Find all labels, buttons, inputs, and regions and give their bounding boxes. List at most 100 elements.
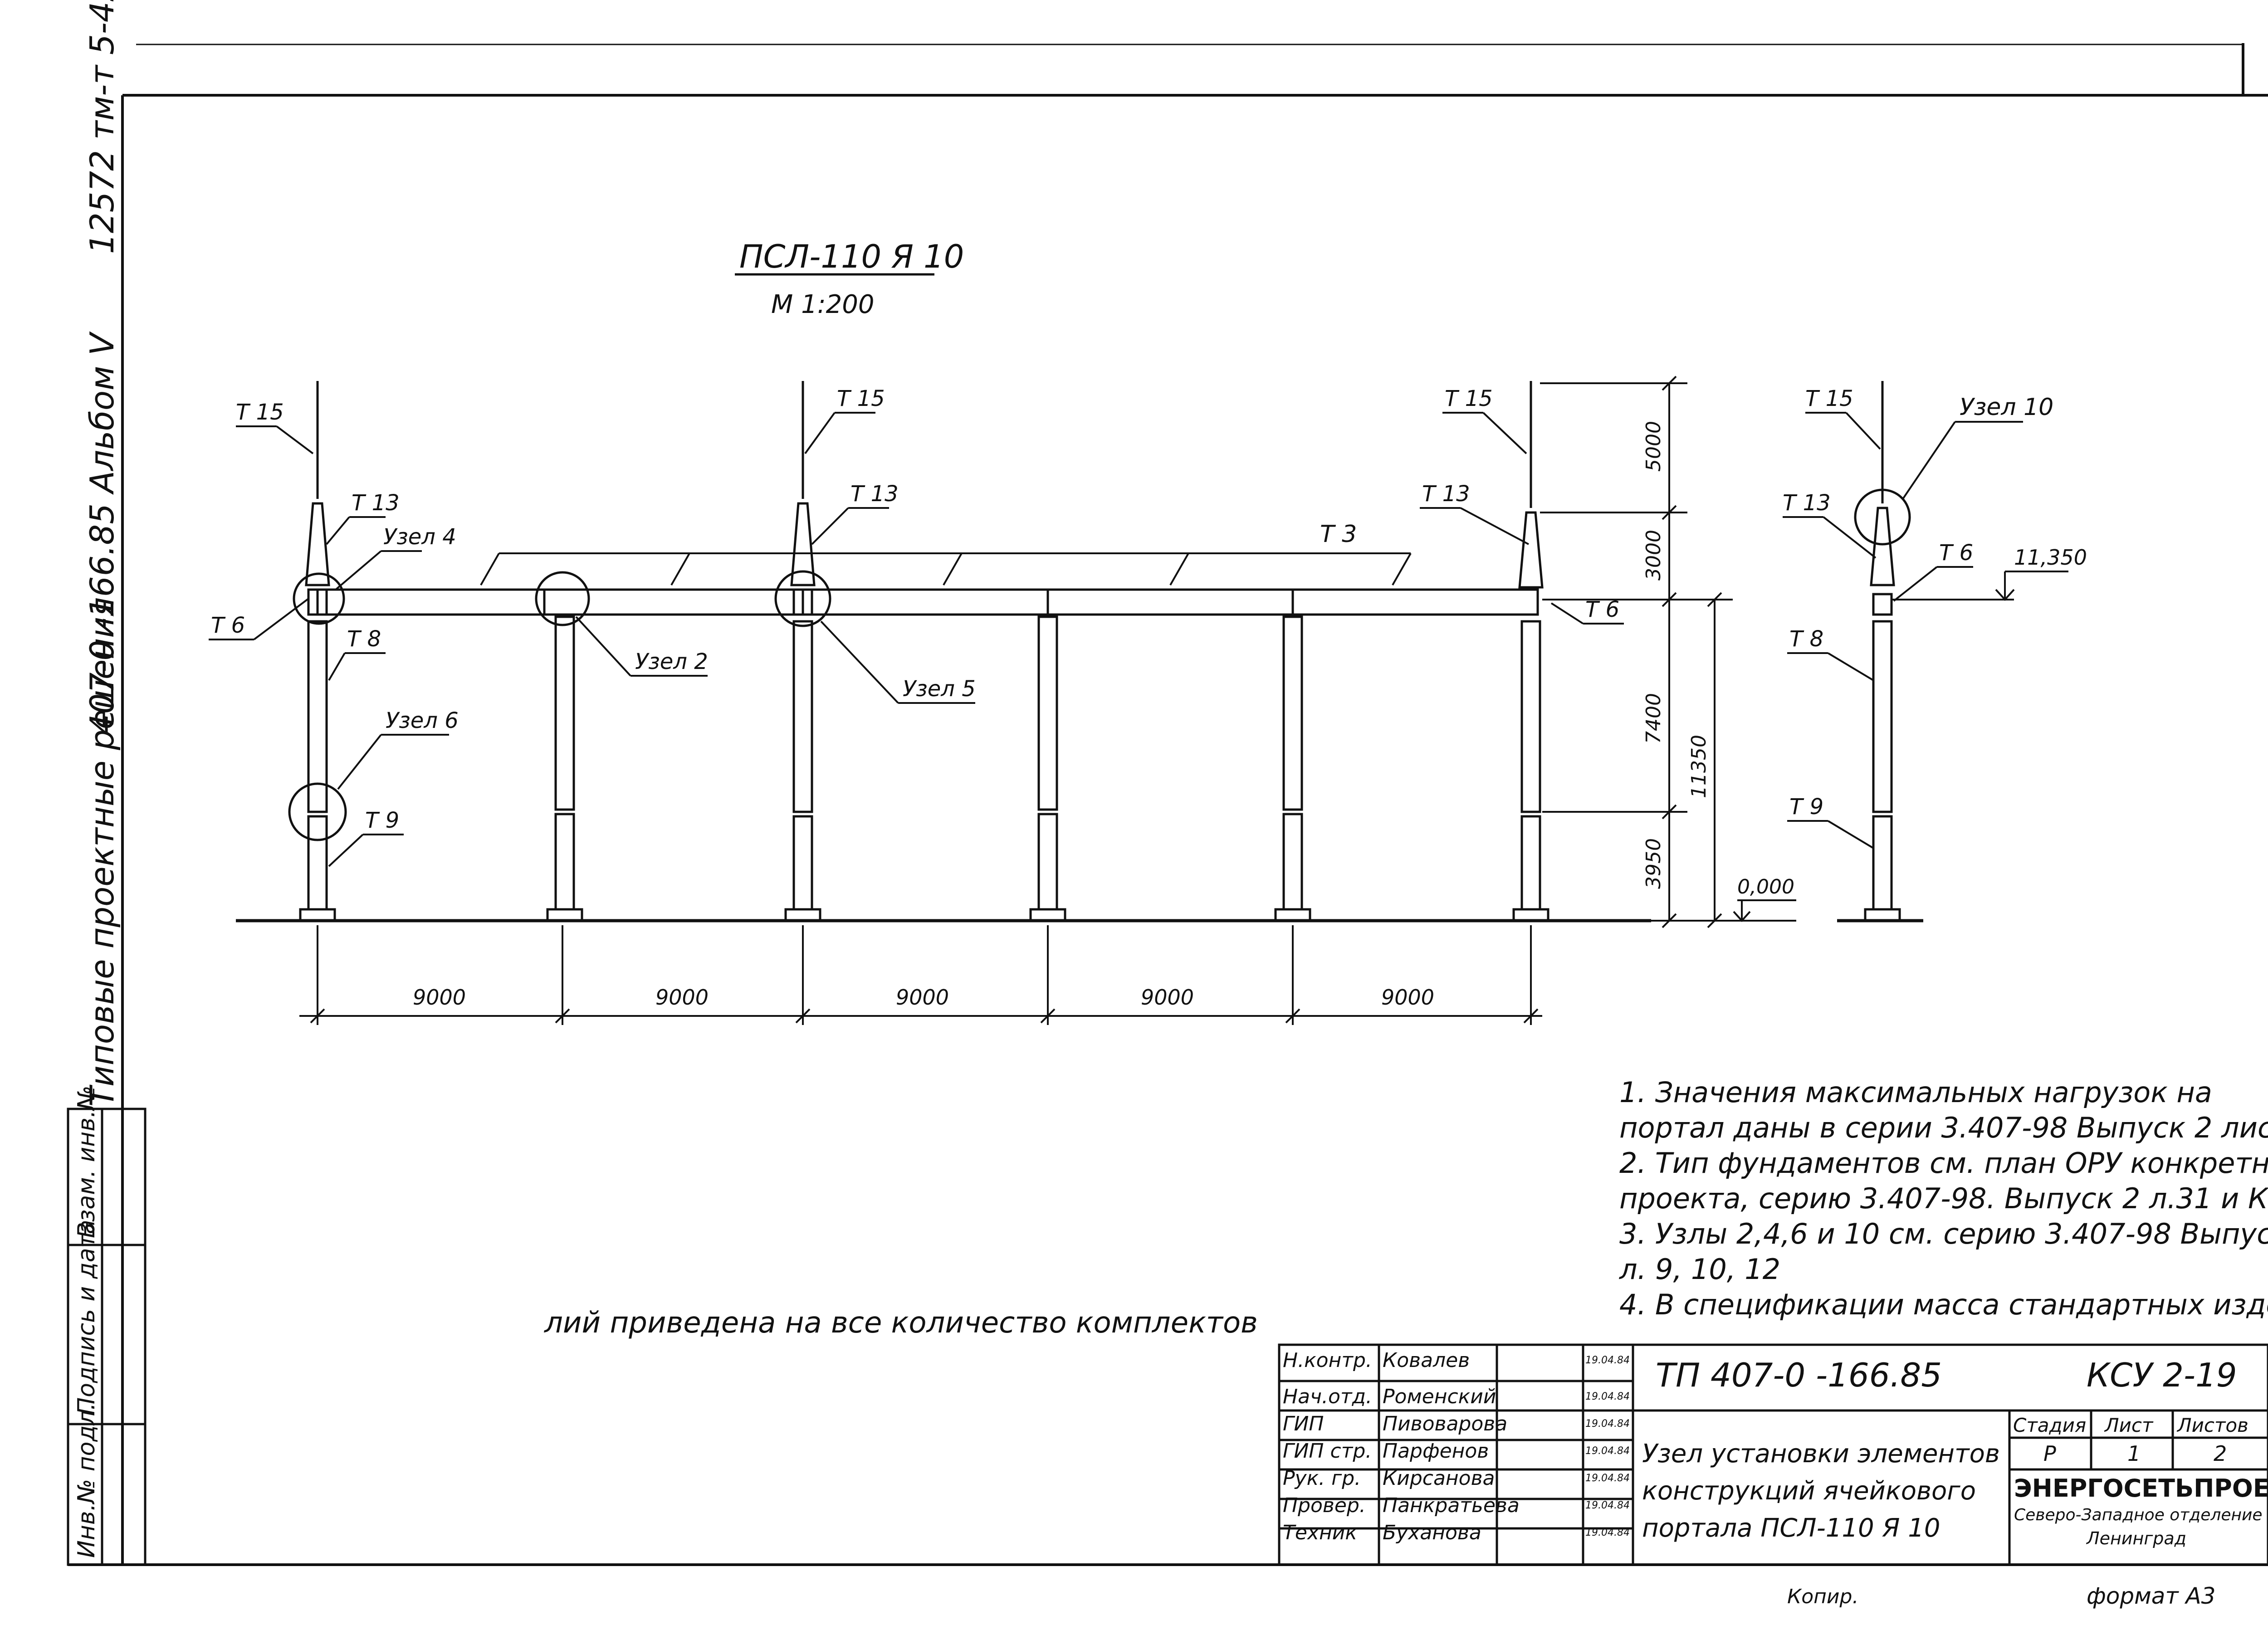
column-6: [1512, 381, 1549, 922]
column-side-view: [1864, 381, 1901, 922]
dimension-texts: 5000 3000 7400 3950 11350 11,350 0,000 9…: [413, 421, 2087, 1010]
tb-date: 19.04.84: [1585, 1355, 1630, 1366]
label-t8-1: Т 8: [347, 626, 381, 652]
span-3: 9000: [896, 985, 949, 1010]
label-t15-2: Т 15: [837, 386, 885, 411]
tb-name: Буханова: [1383, 1521, 1481, 1544]
node-10-circle: [1854, 488, 1911, 546]
vertical-dimensions: [1540, 376, 2068, 928]
label-t13-4: Т 13: [1783, 490, 1831, 516]
dim-3950: 3950: [1642, 838, 1665, 889]
label-t6-3: Т 6: [1939, 540, 1973, 566]
span-1: 9000: [413, 985, 466, 1010]
archive-code: 12572 тм-т 5-42: [83, 0, 121, 254]
note-line: 3. Узлы 2,4,6 и 10 см. серию 3.407-98 Вы…: [1619, 1217, 2268, 1250]
tb-date: 19.04.84: [1585, 1527, 1630, 1538]
span-4: 9000: [1141, 985, 1194, 1010]
note-line: 1. Значения максимальных нагрузок на: [1619, 1076, 2212, 1109]
crossbeam-t3: [316, 588, 1539, 616]
dim-7400: 7400: [1642, 693, 1665, 744]
tb-org-branch: Северо-Западное отделение: [2014, 1506, 2263, 1524]
tb-date: 19.04.84: [1585, 1391, 1630, 1402]
tb-name: Парфенов: [1383, 1440, 1489, 1463]
note-line: 2. Тип фундаментов см. план ОРУ конкретн…: [1619, 1147, 2268, 1180]
label-t9-2: Т 9: [1789, 794, 1823, 820]
tb-name: Кирсанова: [1383, 1467, 1495, 1490]
tb-role: Техник: [1283, 1521, 1357, 1544]
tb-role: Н.контр.: [1283, 1349, 1372, 1372]
note-line: 4. В спецификации масса стандартных изде…: [1619, 1288, 2268, 1321]
tb-doc-number: ТП 407-0 -166.85: [1656, 1356, 1942, 1394]
node-circles: [288, 488, 1911, 841]
side-inv-vzam: Взам. инв.№: [73, 1085, 100, 1238]
label-t8-2: Т 8: [1789, 626, 1823, 652]
elev-11350: 11,350: [2014, 545, 2087, 570]
album-description: Типовые проектные решения: [83, 597, 121, 1107]
tb-description-line: Узел установки элементов: [1642, 1439, 2000, 1469]
label-t6-2: Т 6: [1585, 597, 1619, 622]
label-t13-3: Т 13: [1422, 481, 1470, 507]
tb-name: Роменский: [1383, 1385, 1496, 1408]
note-continuation: лий приведена на все количество комплект…: [544, 1306, 1258, 1340]
note-line: проекта, серию 3.407-98. Выпуск 2 л.31 и…: [1619, 1182, 2268, 1215]
dim-11350: 11350: [1687, 735, 1711, 798]
label-node-5: Узел 5: [903, 676, 976, 702]
elev-0000: 0,000: [1737, 875, 1794, 898]
element-labels: Т 15 Т 15 Т 15 Т 15 Т 13 Т 13 Т 13 Т 13 …: [211, 386, 2053, 833]
tb-description-line: конструкций ячейкового: [1642, 1476, 1976, 1506]
title-block-grid: [1278, 1343, 2268, 1566]
column-1: [299, 381, 336, 922]
tb-description-line: портала ПСЛ-110 Я 10: [1642, 1513, 1941, 1543]
album-reference: 407-0 -166.85 Альбом V: [83, 331, 121, 735]
tb-org-city: Ленинград: [2087, 1528, 2186, 1548]
tb-name: Ковалев: [1383, 1349, 1470, 1372]
tb-role: Нач.отд.: [1283, 1385, 1372, 1408]
side-signature-date: Подпись и дата: [73, 1220, 100, 1415]
tb-name: Пивоварова: [1383, 1412, 1508, 1435]
column-3: [784, 381, 821, 922]
label-t13-1: Т 13: [352, 490, 400, 516]
label-t9-1: Т 9: [365, 808, 399, 833]
label-t15-4: Т 15: [1805, 386, 1853, 411]
label-node-10: Узел 10: [1960, 394, 2053, 421]
label-node-2: Узел 2: [635, 649, 708, 674]
dim-3000: 3000: [1642, 530, 1665, 581]
column-5: [1274, 615, 1311, 922]
note-line: портал даны в серии 3.407-98 Выпуск 2 ли…: [1619, 1111, 2268, 1144]
tb-dates: 19.04.84 19.04.84 19.04.84 19.04.84 19.0…: [1585, 1355, 1630, 1547]
drawing-title: ПСЛ-110 Я 10: [739, 238, 964, 275]
node-5-circle: [774, 570, 831, 627]
t3-leaders: [480, 552, 1412, 586]
label-t13-2: Т 13: [850, 481, 899, 507]
tb-org: ЭНЕРГОСЕТЬПРОЕКТ: [2014, 1474, 2268, 1503]
label-t15-1: Т 15: [236, 400, 284, 425]
node-6-circle: [288, 782, 347, 841]
side-stamp: [67, 1108, 147, 1566]
tb-date: 19.04.84: [1585, 1418, 1630, 1430]
tb-stage-label: Стадия: [2013, 1414, 2087, 1436]
label-node-6: Узел 6: [386, 708, 459, 733]
tb-date: 19.04.84: [1585, 1445, 1630, 1457]
span-5: 9000: [1381, 985, 1434, 1010]
label-node-4: Узел 4: [383, 524, 456, 550]
tb-date: 19.04.84: [1585, 1500, 1630, 1511]
label-leaders: [209, 412, 2023, 867]
sheet-frame: [68, 43, 2268, 1566]
label-t6-1: Т 6: [211, 613, 245, 638]
tb-stage: Р: [2043, 1441, 2056, 1466]
tb-sheet-label: Лист: [2105, 1414, 2153, 1436]
tb-sheets-label: Листов: [2177, 1414, 2248, 1436]
span-dimensions: [299, 925, 1542, 1025]
tb-role: ГИП: [1283, 1412, 1324, 1435]
node-4-circle: [293, 572, 345, 625]
tb-role: Рук. гр.: [1283, 1467, 1361, 1490]
footer-copied: Копир.: [1787, 1585, 1859, 1608]
drawing-scale: М 1:200: [771, 290, 875, 319]
side-inv-orig: Инв.№ подл.: [73, 1403, 100, 1558]
tb-sheets: 2: [2214, 1441, 2227, 1466]
tb-sheet: 1: [2127, 1441, 2141, 1466]
span-2: 9000: [655, 985, 709, 1010]
label-t15-3: Т 15: [1445, 386, 1493, 411]
note-line: л. 9, 10, 12: [1619, 1253, 1781, 1286]
